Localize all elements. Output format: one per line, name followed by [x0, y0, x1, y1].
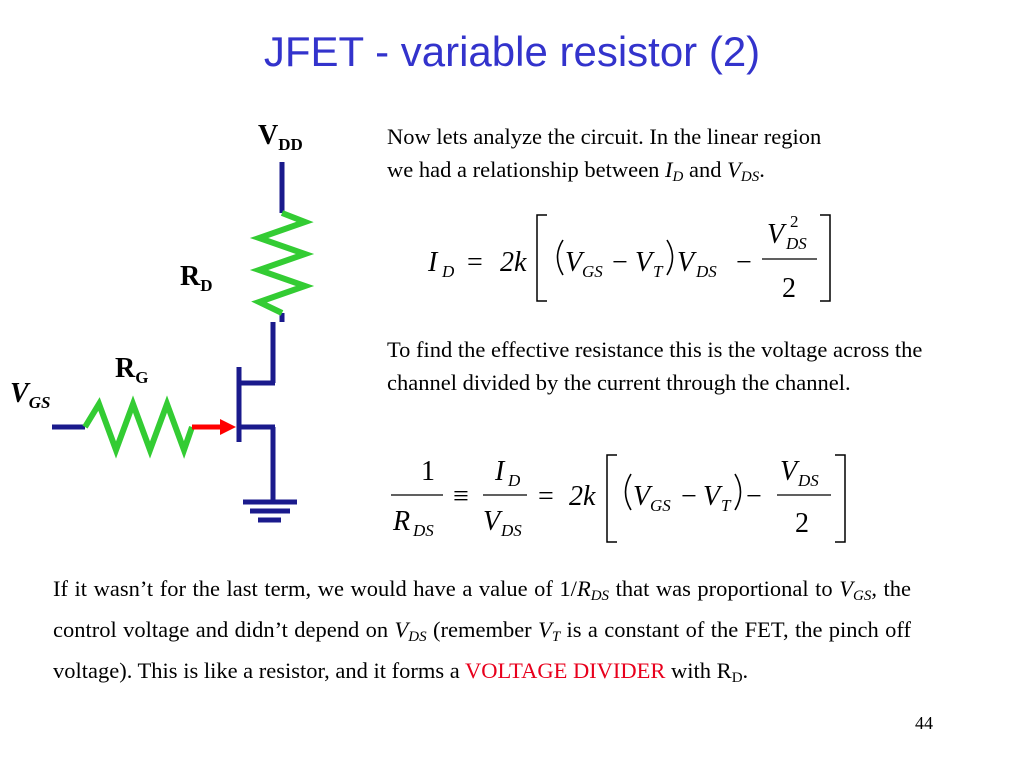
- page-number: 44: [915, 713, 933, 733]
- equation-drain-current: I D = 2k V GS − V T V DS − V DS 2 2: [427, 212, 831, 304]
- svg-text:GS: GS: [582, 262, 603, 281]
- svg-text:V: V: [767, 219, 787, 250]
- intro-line-2: we had a relationship between ID and VDS…: [387, 157, 765, 185]
- svg-text:R: R: [392, 506, 410, 537]
- svg-text:−: −: [612, 247, 628, 278]
- conclusion-paragraph: If it wasn’t for the last term, we would…: [53, 576, 911, 686]
- svg-text:DS: DS: [500, 521, 522, 540]
- svg-text:DS: DS: [797, 471, 819, 490]
- svg-text:2: 2: [795, 508, 809, 539]
- svg-text:=: =: [538, 481, 554, 512]
- svg-text:DS: DS: [412, 521, 434, 540]
- svg-text:−: −: [681, 481, 697, 512]
- ground-symbol: [243, 499, 297, 523]
- vgs-label: VGS: [10, 378, 51, 412]
- intro-line-1: Now lets analyze the circuit. In the lin…: [387, 124, 822, 149]
- svg-text:GS: GS: [650, 496, 671, 515]
- svg-text:I: I: [427, 247, 439, 278]
- gate-resistor: [82, 395, 195, 459]
- svg-text:D: D: [507, 471, 521, 490]
- svg-text:T: T: [721, 496, 732, 515]
- svg-text:V: V: [633, 481, 653, 512]
- slide-title: JFET - variable resistor (2): [263, 28, 761, 75]
- svg-text:V: V: [677, 247, 697, 278]
- vdd-label: VDD: [258, 120, 303, 154]
- svg-text:1: 1: [421, 456, 435, 487]
- svg-text:≡: ≡: [453, 481, 469, 512]
- gate-arrow: [192, 419, 236, 435]
- svg-text:−: −: [736, 247, 752, 278]
- svg-text:V: V: [635, 247, 655, 278]
- drain-resistor: [249, 210, 315, 316]
- svg-text:2: 2: [782, 273, 796, 304]
- svg-text:−: −: [746, 481, 762, 512]
- equation-channel-resistance: 1 R DS ≡ I D V DS = 2k V GS − V T − V DS…: [391, 454, 846, 543]
- svg-text:V: V: [780, 456, 800, 487]
- svg-text:I: I: [494, 456, 506, 487]
- svg-text:T: T: [653, 262, 664, 281]
- svg-text:V: V: [483, 506, 503, 537]
- middle-paragraph: To find the effective resistance this is…: [387, 337, 923, 395]
- rd-label: RD: [180, 261, 213, 295]
- svg-text:DS: DS: [785, 234, 807, 253]
- svg-text:V: V: [703, 481, 723, 512]
- intro-paragraph: Now lets analyze the circuit. In the lin…: [387, 120, 987, 194]
- svg-text:DS: DS: [695, 262, 717, 281]
- supply-wire: [52, 162, 285, 502]
- svg-text:V: V: [565, 247, 585, 278]
- voltage-divider-highlight: VOLTAGE DIVIDER: [464, 658, 666, 683]
- svg-text:D: D: [441, 262, 455, 281]
- svg-text:2k: 2k: [569, 481, 596, 512]
- svg-text:2: 2: [790, 212, 799, 231]
- rg-label: RG: [115, 353, 149, 387]
- svg-text:=: =: [467, 247, 483, 278]
- svg-text:2k: 2k: [500, 247, 527, 278]
